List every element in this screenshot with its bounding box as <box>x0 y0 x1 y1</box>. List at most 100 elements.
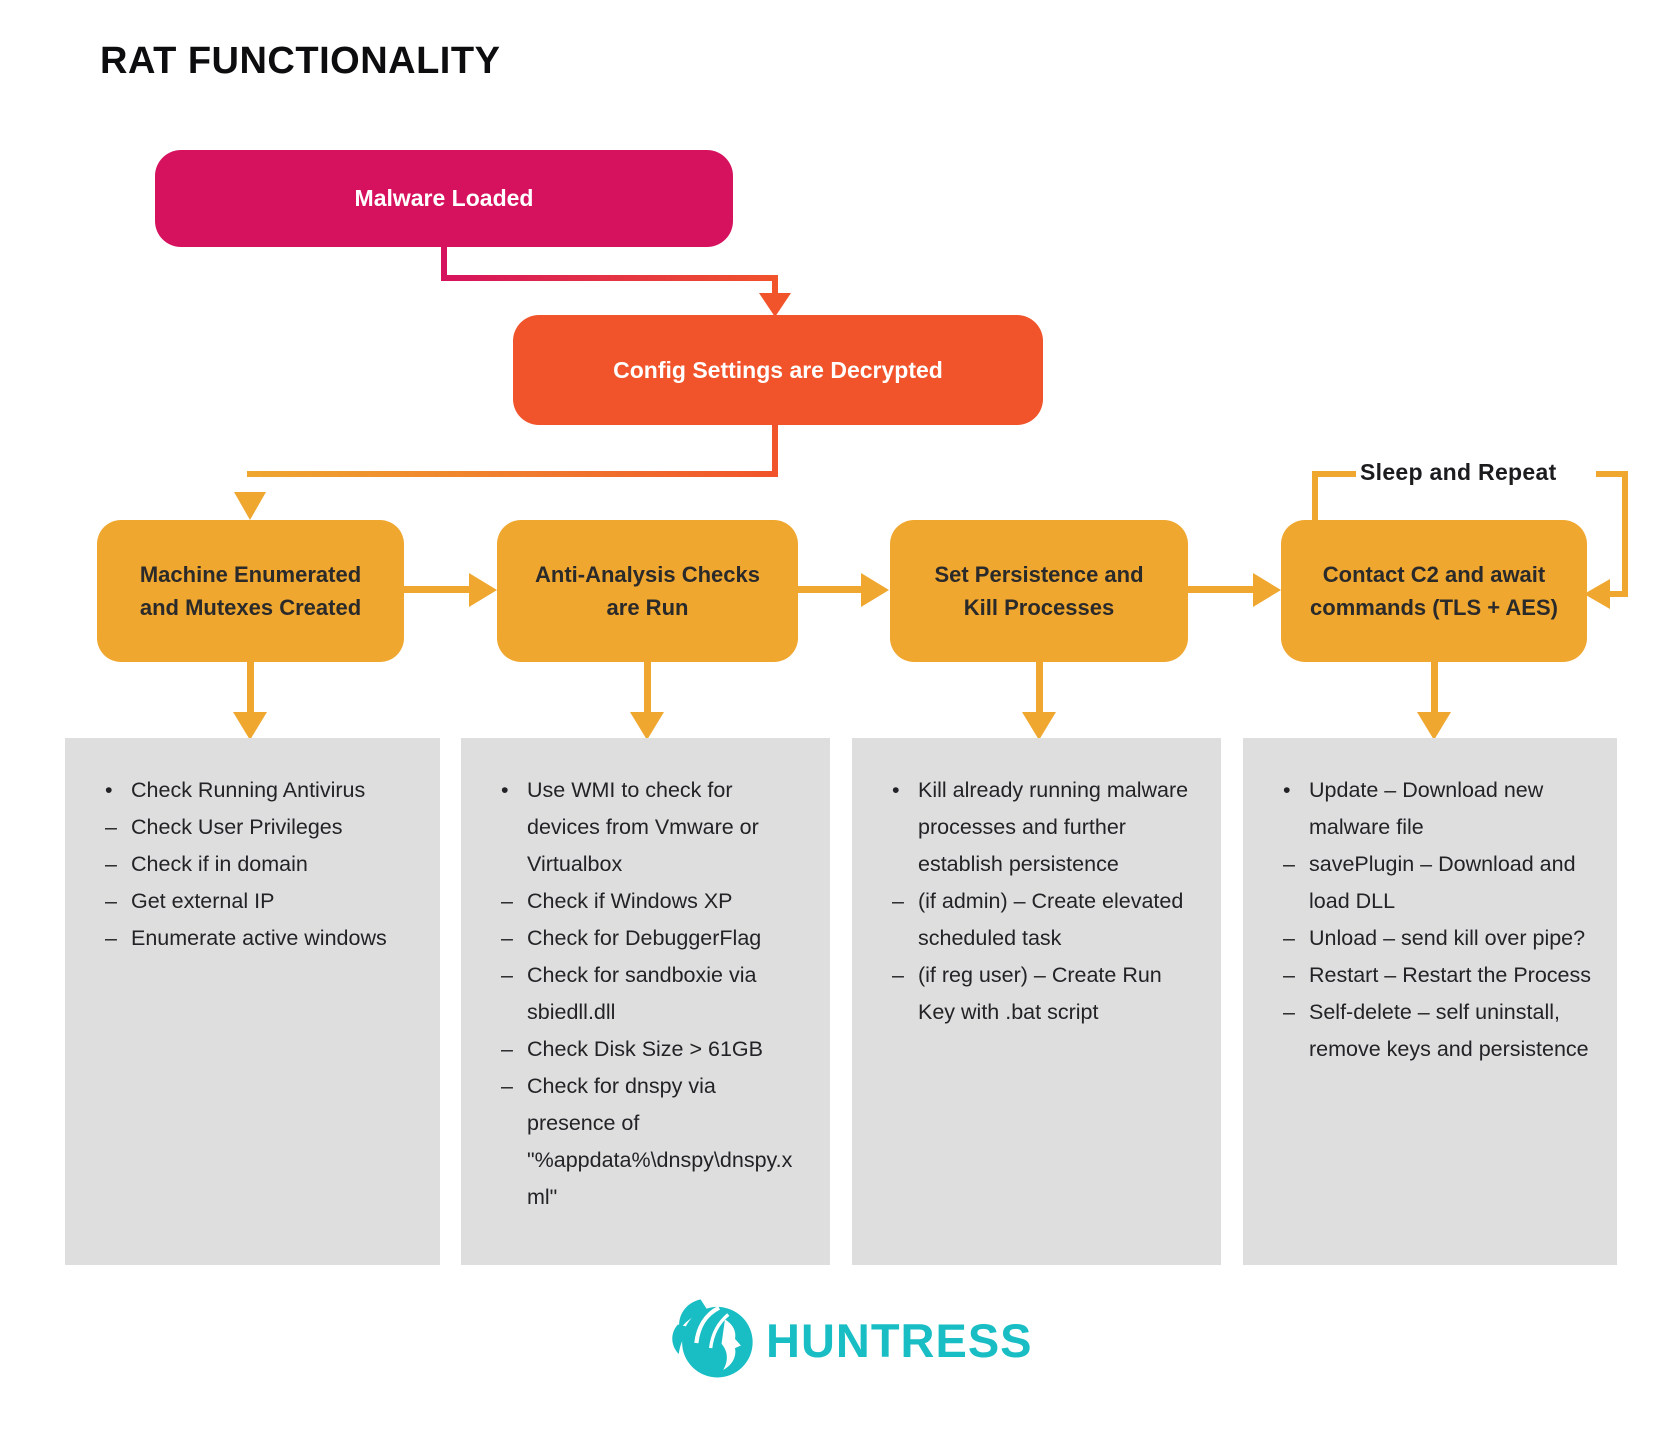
huntress-wordmark: HUNTRESS <box>766 1314 1033 1367</box>
connector-start-config-segment <box>441 247 447 281</box>
list-item-marker: • <box>1283 778 1291 802</box>
list-item-text: Get external IP <box>131 889 275 913</box>
list-item: –Check for DebuggerFlag <box>501 920 804 957</box>
list-item-text: savePlugin – Download and load DLL <box>1309 852 1576 913</box>
list-item-text: Unload – send kill over pipe? <box>1309 926 1586 950</box>
arrowhead-down-icon <box>234 492 266 520</box>
list-item: –(if admin) – Create elevated scheduled … <box>892 883 1195 957</box>
list-item-text: Use WMI to check for devices from Vmware… <box>527 778 759 876</box>
arrowhead-right-icon <box>469 573 497 607</box>
list-item-marker: – <box>1283 926 1295 950</box>
connector-start-config-segment <box>772 275 778 299</box>
connector-start-config-segment <box>441 275 778 281</box>
detail-panel-set-persistence: • Kill already running malware processes … <box>852 738 1221 1265</box>
flow-node-label: Set Persistence and Kill Processes <box>934 562 1144 620</box>
list-item: –Check if in domain <box>105 846 414 883</box>
loop-connector-segment <box>1312 471 1318 521</box>
flow-node-label: Malware Loaded <box>354 185 534 211</box>
list-item: –Restart – Restart the Process <box>1283 957 1591 994</box>
list-item-text: Check User Privileges <box>131 815 343 839</box>
list-item: –Check Disk Size > 61GB <box>501 1031 804 1068</box>
list-item: –(if reg user) – Create Run Key with .ba… <box>892 957 1195 1031</box>
list-item-marker: – <box>892 963 904 987</box>
list-item-marker: • <box>105 778 113 802</box>
arrowhead-down-icon <box>1022 712 1056 740</box>
flow-node-set-persistence: Set Persistence and Kill Processes <box>890 520 1188 662</box>
detail-panel-anti-analysis: • Use WMI to check for devices from Vmwar… <box>461 738 830 1265</box>
list-item-marker: – <box>501 1037 513 1061</box>
huntress-logo: HUNTRESS <box>672 1296 1033 1385</box>
connector-stage1-stage2-segment <box>404 586 470 593</box>
list-item: –Check User Privileges <box>105 809 414 846</box>
list-item: • Use WMI to check for devices from Vmwar… <box>501 772 804 883</box>
huntress-logo-icon <box>672 1296 756 1385</box>
list-item-text: Check for DebuggerFlag <box>527 926 762 950</box>
connector-stage3-stage4-segment <box>1188 586 1254 593</box>
list-item-text: (if reg user) – Create Run Key with .bat… <box>918 963 1162 1024</box>
list-item-marker: – <box>105 852 117 876</box>
loop-connector-segment <box>1312 471 1356 477</box>
arrowhead-down-icon <box>233 712 267 740</box>
list-item-text: Check Running Antivirus <box>131 778 366 802</box>
connector-stage2-stage3-segment <box>798 586 862 593</box>
list-item-marker: – <box>105 889 117 913</box>
list-item-marker: – <box>892 889 904 913</box>
page-title: RAT FUNCTIONALITY <box>100 40 501 82</box>
arrowhead-down-icon <box>630 712 664 740</box>
flow-node-label: Config Settings are Decrypted <box>613 356 943 383</box>
list-item-marker: – <box>501 1074 513 1098</box>
flow-node-contact-c2: Contact C2 and await commands (TLS + AES… <box>1281 520 1587 662</box>
list-item: –savePlugin – Download and load DLL <box>1283 846 1591 920</box>
loop-connector-segment <box>1622 471 1628 597</box>
list-item-text: Check for sandboxie via sbiedll.dll <box>527 963 757 1024</box>
flow-node-machine-enumerated: Machine Enumerated and Mutexes Created <box>97 520 404 662</box>
flow-node-anti-analysis: Anti-Analysis Checks are Run <box>497 520 798 662</box>
arrowhead-down-icon <box>759 293 791 317</box>
loop-label: Sleep and Repeat <box>1360 459 1557 485</box>
flow-node-label: Anti-Analysis Checks are Run <box>535 562 760 620</box>
arrowhead-right-icon <box>1253 573 1281 607</box>
arrowhead-left-icon <box>1584 579 1610 609</box>
flow-node-malware-loaded: Malware Loaded <box>155 150 733 247</box>
connector-config-stage1-segment <box>247 471 778 477</box>
list-item-marker: – <box>1283 1000 1295 1024</box>
list-item-marker: – <box>105 926 117 950</box>
arrowhead-down-icon <box>1417 712 1451 740</box>
list-item: –Enumerate active windows <box>105 920 414 957</box>
list-item-marker: – <box>105 815 117 839</box>
list-item: –Self-delete – self uninstall, remove ke… <box>1283 994 1591 1068</box>
list-item-marker: – <box>501 926 513 950</box>
list-item-text: Kill already running malware processes a… <box>918 778 1189 876</box>
flow-node-label: Contact C2 and await commands (TLS + AES… <box>1310 562 1558 620</box>
list-item-text: Check for dnspy via presence of "%appdat… <box>527 1074 793 1209</box>
loop-connector-segment <box>1608 591 1628 597</box>
arrowhead-right-icon <box>861 573 889 607</box>
connector-config-stage1-segment <box>772 425 778 477</box>
list-item-text: Check Disk Size > 61GB <box>527 1037 763 1061</box>
list-item-marker: • <box>892 778 900 802</box>
list-item-text: Update – Download new malware file <box>1309 778 1544 839</box>
flow-node-label: Machine Enumerated and Mutexes Created <box>139 562 362 620</box>
connector-stage4-panel-segment <box>1431 662 1438 714</box>
list-item: • Update – Download new malware file <box>1283 772 1591 846</box>
list-item-marker: – <box>1283 963 1295 987</box>
list-item-text: Check if in domain <box>131 852 308 876</box>
list-item-marker: – <box>501 963 513 987</box>
list-item-text: Enumerate active windows <box>131 926 387 950</box>
detail-panel-contact-c2: •Update – Download new malware file–save… <box>1243 738 1617 1265</box>
list-item: –Get external IP <box>105 883 414 920</box>
list-item-text: (if admin) – Create elevated scheduled t… <box>918 889 1184 950</box>
list-item-marker: – <box>501 889 513 913</box>
list-item: –Check for dnspy via presence of "%appda… <box>501 1068 804 1216</box>
list-item-marker: • <box>501 778 509 802</box>
list-item-text: Self-delete – self uninstall, remove key… <box>1309 1000 1589 1061</box>
loop-connector-segment <box>1596 471 1628 477</box>
connector-stage2-panel-segment <box>644 662 651 714</box>
list-item: • Check Running Antivirus <box>105 772 414 809</box>
list-item: –Check if Windows XP <box>501 883 804 920</box>
list-item: • Kill already running malware processes … <box>892 772 1195 883</box>
list-item: –Check for sandboxie via sbiedll.dll <box>501 957 804 1031</box>
list-item: –Unload – send kill over pipe? <box>1283 920 1591 957</box>
connector-stage3-panel-segment <box>1036 662 1043 714</box>
flow-node-config-decrypted: Config Settings are Decrypted <box>513 315 1043 425</box>
